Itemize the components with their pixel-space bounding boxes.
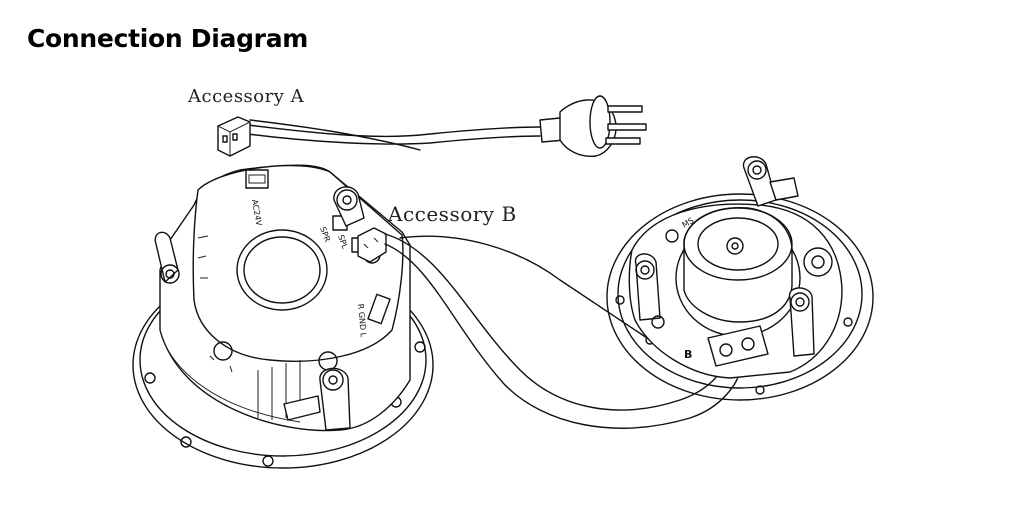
accessory-b-connector (357, 227, 387, 263)
accessory-b-label: Accessory B (388, 202, 517, 226)
speaker-wire (384, 233, 745, 429)
accessory-a-connector (217, 116, 251, 157)
page-title: Connection Diagram (27, 24, 309, 53)
left-speaker: AC24V SPR SPL R GND L (132, 164, 434, 469)
power-plug (539, 95, 647, 157)
right-speaker: MS B (606, 156, 874, 401)
terminal-b-mark: B (684, 348, 692, 361)
power-cord (247, 119, 541, 151)
accessory-a-label: Accessory A (188, 86, 305, 107)
gnd-mark: R GND L (356, 303, 368, 338)
